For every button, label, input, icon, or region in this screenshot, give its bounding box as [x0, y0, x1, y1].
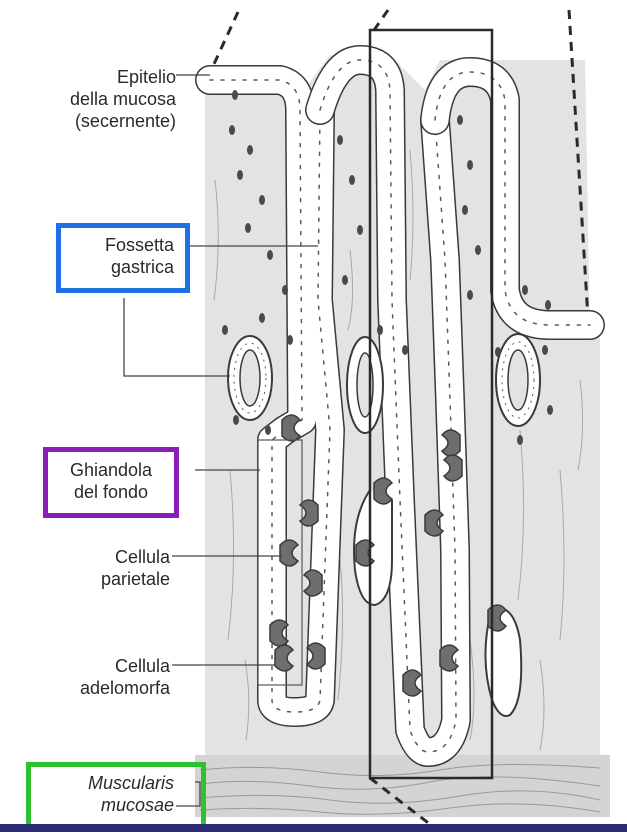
- label-cellula-adelomorfa: Cellula adelomorfa: [40, 655, 170, 699]
- label-muscularis-line1: Muscularis: [34, 772, 174, 794]
- label-ghiandola-line1: Ghiandola: [50, 459, 172, 481]
- label-parietale-line1: Cellula: [60, 546, 170, 568]
- label-fossetta-line1: Fossetta: [64, 234, 174, 256]
- label-epitelio-line2: della mucosa: [20, 88, 176, 110]
- label-fossetta-gastrica: Fossetta gastrica: [64, 234, 174, 278]
- label-epitelio-line3: (secernente): [20, 110, 176, 132]
- label-cellula-parietale: Cellula parietale: [60, 546, 170, 590]
- label-adelomorfa-line2: adelomorfa: [40, 677, 170, 699]
- label-adelomorfa-line1: Cellula: [40, 655, 170, 677]
- label-ghiandola: Ghiandola del fondo: [50, 459, 172, 503]
- label-epitelio: Epitelio della mucosa (secernente): [20, 66, 176, 132]
- bottom-bar: [0, 824, 627, 832]
- label-muscularis-line2: mucosae: [34, 794, 174, 816]
- label-parietale-line2: parietale: [60, 568, 170, 590]
- label-ghiandola-line2: del fondo: [50, 481, 172, 503]
- label-muscularis-mucosae: Muscularis mucosae: [34, 772, 174, 816]
- label-epitelio-line1: Epitelio: [20, 66, 176, 88]
- label-fossetta-line2: gastrica: [64, 256, 174, 278]
